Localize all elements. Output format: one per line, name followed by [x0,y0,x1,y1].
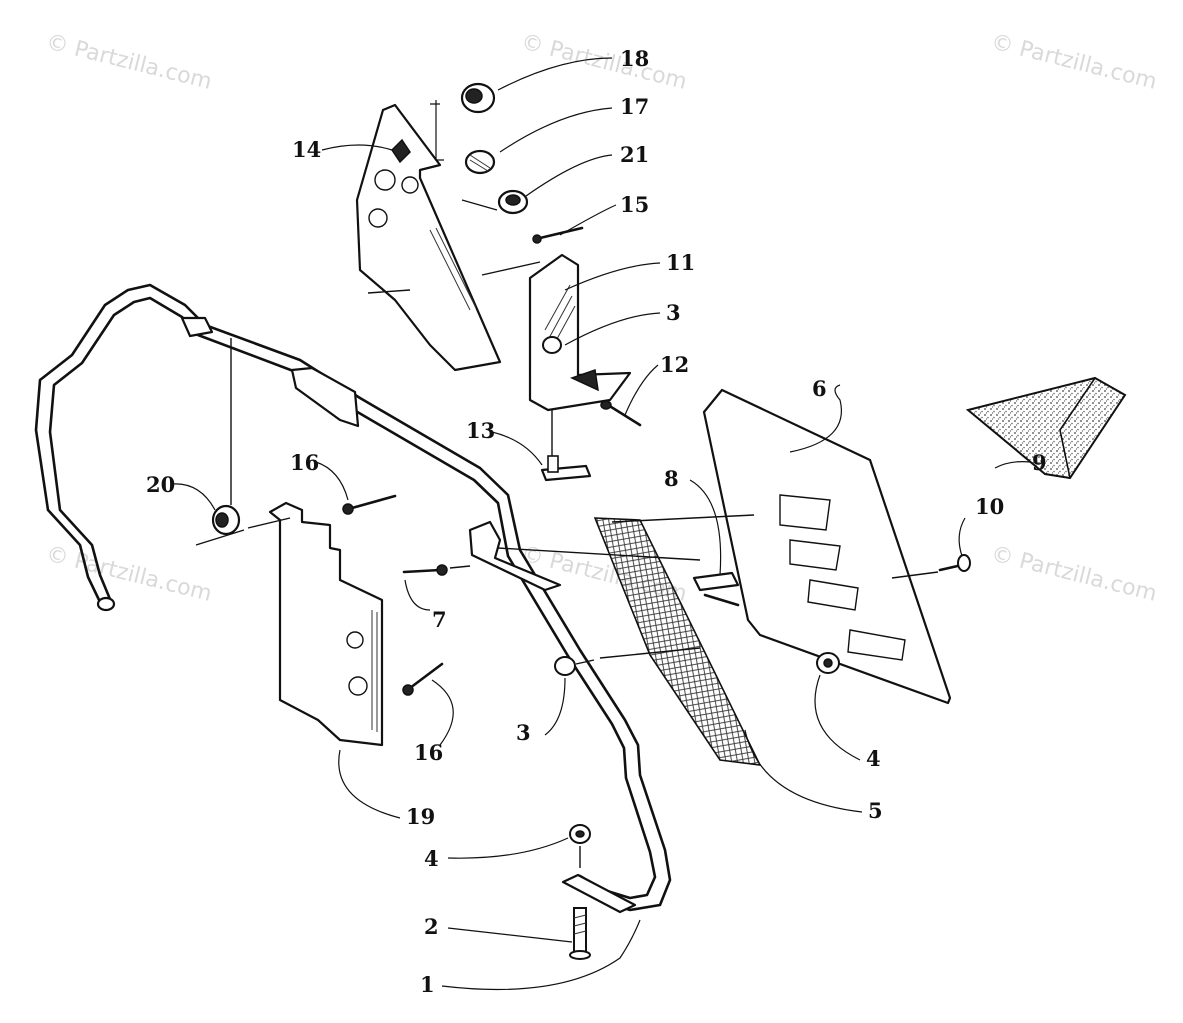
part-16-screw-upper [342,494,397,515]
callout-10: 10 [975,494,1004,519]
leader-9 [994,461,1031,469]
leader-8 [689,479,722,576]
callout-13: 13 [466,418,495,443]
leader-3-top [564,312,661,346]
part-13-clip [540,455,592,482]
leader-4-right [814,674,861,761]
callout-3: 3 [666,300,681,325]
leader-18 [497,57,613,91]
leader-2 [447,927,573,943]
leader-15 [559,204,617,236]
callout-19: 19 [406,804,435,829]
leader-10 [958,517,966,557]
part-19-lower-plate [268,501,384,747]
callout-11: 11 [666,250,695,275]
callout-16-lower: 16 [414,740,443,765]
leader-16-upper [315,461,349,501]
part-2-bolt [569,907,591,960]
leader-13 [491,431,543,466]
part-5-mesh-screen [593,517,762,766]
part-16-screw-lower [402,662,444,696]
callout-2: 2 [424,914,439,939]
leader-14 [321,144,393,151]
part-15-screw [532,226,584,244]
callout-6: 6 [812,376,827,401]
part-17-bushing [464,149,496,175]
callout-7: 7 [432,607,447,632]
leader-11 [564,262,661,291]
part-3-nut-lower [554,647,701,676]
callout-21: 21 [620,142,649,167]
leader-12 [624,364,659,416]
part-21-grommet [497,189,529,215]
part-12-screw [600,400,642,427]
part-11-bracket [528,253,632,412]
part-1-bumper-bar [34,283,672,914]
callout-5: 5 [868,798,883,823]
callout-8: 8 [664,466,679,491]
watermark: © Partzilla.com [989,542,1160,607]
callout-12: 12 [660,352,689,377]
leader-20 [171,483,216,511]
watermark: © Partzilla.com [989,30,1160,95]
leader-4-lower [447,837,569,859]
part-10-bolt [938,554,971,572]
part-4-nut-lower [569,824,591,844]
callout-3-lower: 3 [516,720,531,745]
leader-16-lower [431,679,454,746]
callout-9: 9 [1032,450,1047,475]
part-9-foam-pad [965,376,1127,480]
leader-17 [499,107,613,153]
leader-21 [525,154,613,197]
part-3-nut [542,336,562,354]
part-8-block [692,571,740,607]
part-18-bearing [460,82,496,114]
callout-4: 4 [866,746,881,771]
leader-7 [404,579,431,611]
part-6-side-plate [702,388,952,705]
leader-1 [441,919,641,991]
callout-17: 17 [620,94,649,119]
part-7-screw [402,564,471,576]
callout-4-lower: 4 [424,846,439,871]
leader-19 [338,749,401,819]
callout-20: 20 [146,472,175,497]
part-14-upper-plate [355,103,502,372]
watermark: © Partzilla.com [44,30,215,95]
leader-5 [744,729,863,813]
part-20-clamp [195,504,291,546]
leader-6 [789,384,842,453]
callout-15: 15 [620,192,649,217]
watermark: © Partzilla.com [44,542,215,607]
watermark: © Partzilla.com [519,30,690,95]
part-4-nut [816,652,840,674]
callout-16: 16 [290,450,319,475]
callout-18: 18 [620,46,649,71]
callout-14: 14 [292,137,321,162]
leader-3-lower [544,677,566,736]
callout-1: 1 [420,972,435,997]
